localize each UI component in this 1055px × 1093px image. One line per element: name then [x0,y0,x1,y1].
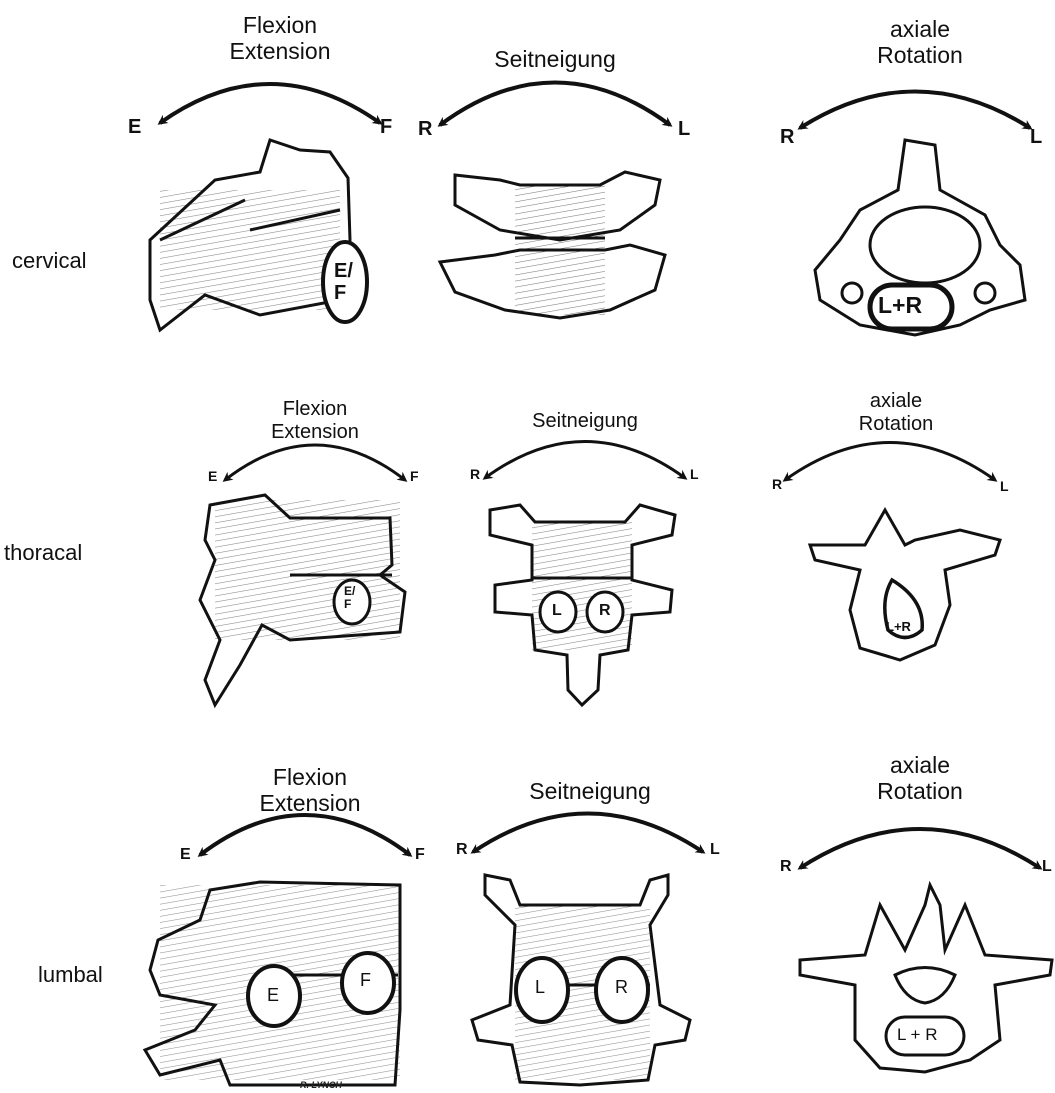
joint-marker: L + R [897,1025,937,1045]
title-line: Rotation [850,778,990,804]
joint-marker-left: L [552,602,562,620]
cervical-vertebra-front [440,172,665,318]
row-label-cervical: cervical [12,248,87,274]
thoracal-vertebra-front [490,505,675,705]
title-line: Extension [240,790,380,816]
left-end-label: L [1030,126,1042,149]
arrow-arc [485,442,685,479]
joint-marker-left: L [535,977,545,998]
arrow-arc [225,445,405,480]
right-end-label: R [418,118,432,141]
panel-title: Flexion Extension [210,12,350,65]
arrow-arc [785,443,995,481]
title-line: Extension [210,38,350,64]
title-line: Rotation [826,413,966,436]
flexion-end-label: F [410,468,419,484]
left-end-label: L [1042,858,1052,876]
joint-marker-right: R [599,602,611,620]
right-end-label: R [780,858,792,876]
title-line: Seitneigung [470,46,640,72]
row-label-thoracal: thoracal [4,540,82,566]
panel-title: axiale Rotation [850,16,990,69]
artist-signature: R. LYNCH [300,1080,342,1090]
panel-title: Seitneigung [470,46,640,72]
arrow-arc [440,83,670,126]
title-line: axiale [826,390,966,413]
joint-marker: L+R [886,619,911,634]
arrow-arc [160,84,380,123]
arrow-arc [473,814,703,853]
title-line: Seitneigung [500,410,670,433]
flexion-end-label: F [380,116,392,139]
title-line: Flexion [210,12,350,38]
panel-title: axiale Rotation [826,390,966,436]
right-end-label: R [772,476,782,492]
title-line: Flexion [245,398,385,421]
panel-title: Seitneigung [505,778,675,804]
joint-marker-right: R [615,977,628,998]
extension-end-label: E [180,846,191,864]
left-end-label: L [710,841,720,859]
panel-title: Flexion Extension [240,764,380,817]
panel-title: axiale Rotation [850,752,990,805]
left-end-label: L [678,118,690,141]
panel-title: Seitneigung [500,410,670,433]
thoracal-vertebra-top [810,510,1000,660]
extension-end-label: E [208,468,217,484]
arrow-arc [800,92,1030,129]
right-end-label: R [456,841,468,859]
title-line: Seitneigung [505,778,675,804]
joint-marker-right: F [360,970,371,991]
right-end-label: R [780,126,794,149]
left-end-label: L [690,466,699,482]
joint-marker: E/F [344,585,358,610]
extension-end-label: E [128,116,141,139]
title-line: Extension [245,421,385,444]
flexion-end-label: F [415,846,425,864]
title-line: Flexion [240,764,380,790]
joint-marker: E/F [334,260,358,304]
joint-marker: L+R [878,292,922,319]
right-end-label: R [470,466,480,482]
row-label-lumbal: lumbal [38,962,103,988]
title-line: axiale [850,752,990,778]
title-line: Rotation [850,42,990,68]
joint-marker-left: E [267,985,279,1006]
panel-title: Flexion Extension [245,398,385,444]
arrow-arc [800,829,1040,868]
arrow-arc [200,815,410,855]
thoracal-vertebra-side [200,495,405,705]
left-end-label: L [1000,478,1009,494]
lumbal-vertebra-front [472,875,690,1085]
title-line: axiale [850,16,990,42]
